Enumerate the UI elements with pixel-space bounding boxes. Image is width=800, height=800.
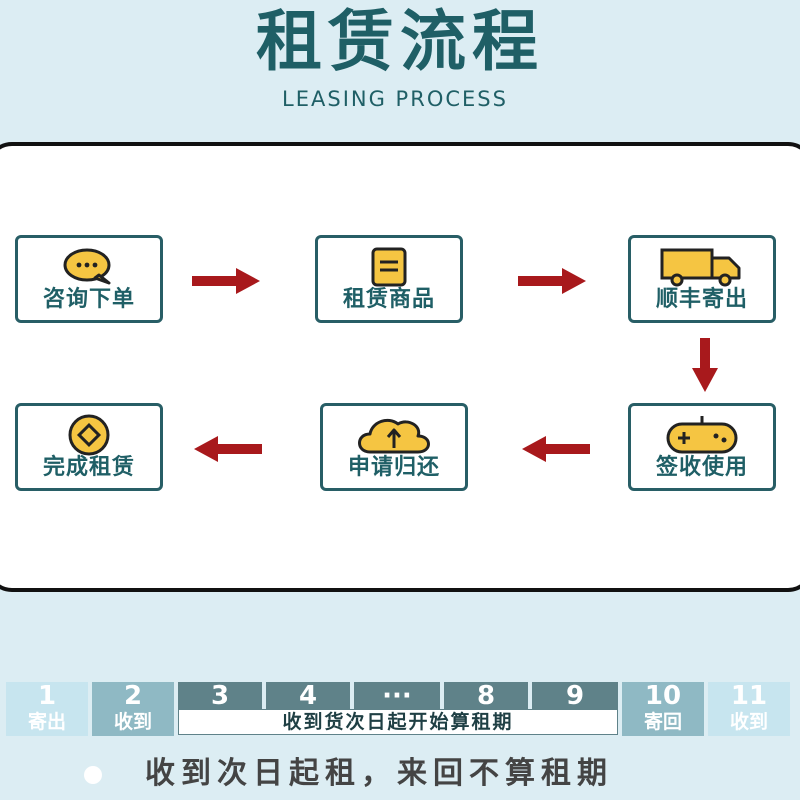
step-label: 顺丰寄出 bbox=[655, 287, 748, 312]
step-rent-goods: 租赁商品 bbox=[315, 235, 463, 323]
page-title: 租赁流程 bbox=[256, 3, 544, 80]
timeline-day-11: 11 收到 bbox=[708, 682, 790, 736]
cloud-upload-icon bbox=[358, 418, 430, 454]
bullet-icon bbox=[84, 766, 102, 784]
step-consult-order: 咨询下单 bbox=[15, 235, 163, 323]
timeline-day-9: 9 bbox=[532, 682, 618, 710]
arrow-left-icon bbox=[522, 436, 590, 462]
arrow-down-icon bbox=[692, 338, 718, 392]
arrow-right-icon bbox=[518, 268, 586, 294]
timeline-day-ellipsis: ··· bbox=[354, 682, 440, 710]
step-label: 签收使用 bbox=[655, 455, 748, 480]
step-label: 租赁商品 bbox=[342, 287, 435, 312]
timeline-day-1: 1 寄出 bbox=[6, 682, 88, 736]
timeline-day-2: 2 收到 bbox=[92, 682, 174, 736]
timeline-day-3: 3 bbox=[178, 682, 262, 710]
timeline-day-4: 4 bbox=[266, 682, 350, 710]
step-label: 完成租赁 bbox=[42, 455, 135, 480]
timeline-day-8: 8 bbox=[444, 682, 528, 710]
step-label: 咨询下单 bbox=[42, 287, 135, 312]
arrow-right-icon bbox=[192, 268, 260, 294]
step-label: 申请归还 bbox=[347, 455, 440, 480]
chat-bubble-icon bbox=[63, 248, 111, 285]
step-complete-lease: 完成租赁 bbox=[15, 403, 163, 491]
arrow-left-icon bbox=[194, 436, 262, 462]
page-subtitle: LEASING PROCESS bbox=[282, 87, 508, 111]
step-sf-ship: 顺丰寄出 bbox=[628, 235, 776, 323]
step-apply-return: 申请归还 bbox=[320, 403, 468, 491]
truck-icon bbox=[660, 248, 741, 287]
rental-note: 收到次日起租，来回不算租期 bbox=[145, 756, 613, 791]
timeline-day-10: 10 寄回 bbox=[622, 682, 704, 736]
coin-icon bbox=[68, 414, 110, 456]
gamepad-icon bbox=[666, 416, 738, 454]
document-icon bbox=[371, 247, 407, 287]
rental-period-band: 收到货次日起开始算租期 bbox=[178, 709, 618, 735]
process-panel bbox=[0, 142, 800, 592]
step-sign-use: 签收使用 bbox=[628, 403, 776, 491]
